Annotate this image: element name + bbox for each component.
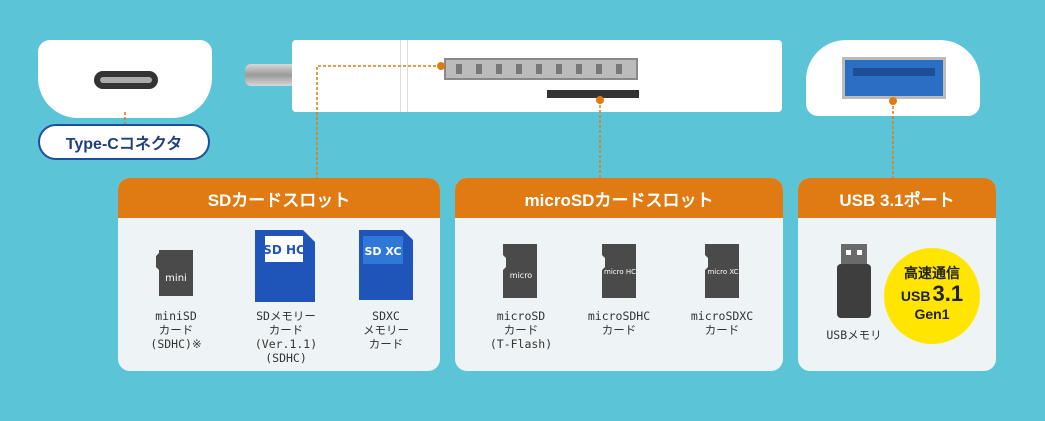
sd-slot-pin [536, 64, 542, 74]
usb-memory-icon [837, 244, 871, 318]
usb-port-section: USB 3.1ポート USBメモリ 高速通信 USB3.1 Gen1 [798, 178, 996, 371]
sd-slot-pin [516, 64, 522, 74]
sdxc-card-icon: SD XC [359, 230, 413, 300]
svg-text:micro HC: micro HC [604, 268, 636, 276]
sd-card-slot [444, 58, 638, 80]
microsdxc-label: microSDXC カード [690, 309, 754, 337]
usb-speed-badge: 高速通信 USB3.1 Gen1 [884, 248, 980, 344]
svg-text:micro XC: micro XC [707, 268, 738, 276]
badge-version: 3.1 [932, 281, 964, 306]
sd-slot-pin [476, 64, 482, 74]
microsd-card-slot [547, 90, 639, 98]
microsdhc-card-icon: micro HC [602, 244, 636, 298]
card-reader-body [292, 40, 782, 112]
sd-slot-pin [596, 64, 602, 74]
type-c-connector-label: Type-Cコネクタ [38, 124, 210, 160]
sd-slot-title: SDカードスロット [118, 178, 440, 218]
sdhc-label: SDメモリー カード (Ver.1.1) (SDHC) [254, 309, 318, 365]
svg-text:mini: mini [165, 273, 187, 284]
sd-slot-pin [616, 64, 622, 74]
sd-slot-pin [496, 64, 502, 74]
sd-slot-pin [556, 64, 562, 74]
type-c-plug-metal [245, 64, 297, 86]
sd-slot-section: SDカードスロット mini miniSD カード (SDHC)※ SD HC … [118, 178, 440, 371]
microsdxc-card-icon: micro XC [705, 244, 739, 298]
svg-text:micro: micro [510, 271, 533, 280]
usb-port-title: USB 3.1ポート [798, 178, 996, 218]
sd-slot-pin [576, 64, 582, 74]
sd-slot-pin [456, 64, 462, 74]
minisd-card-icon: mini [156, 250, 193, 296]
microsd-slot-section: microSDカードスロット micro microSD カード (T-Flas… [455, 178, 783, 371]
microsd-card-icon: micro [503, 244, 537, 298]
sdxc-label: SDXC メモリー カード [363, 309, 409, 351]
microsd-label: microSD カード (T-Flash) [489, 309, 553, 351]
svg-text:SD XC: SD XC [364, 245, 401, 258]
usb-memory-label: USBメモリ [826, 328, 882, 342]
badge-line1: 高速通信 [904, 265, 960, 281]
type-c-port-icon [94, 71, 158, 89]
sdhc-card-icon: SD HC [255, 230, 315, 302]
badge-usb-text: USB [900, 288, 931, 304]
microsdhc-label: microSDHC カード [587, 309, 651, 337]
svg-text:SD HC: SD HC [263, 243, 305, 257]
microsd-slot-title: microSDカードスロット [455, 178, 783, 218]
badge-gen: Gen1 [914, 306, 950, 322]
type-c-leader-line [124, 112, 126, 124]
minisd-label: miniSD カード (SDHC)※ [150, 309, 202, 351]
type-c-connector-panel [38, 40, 212, 118]
